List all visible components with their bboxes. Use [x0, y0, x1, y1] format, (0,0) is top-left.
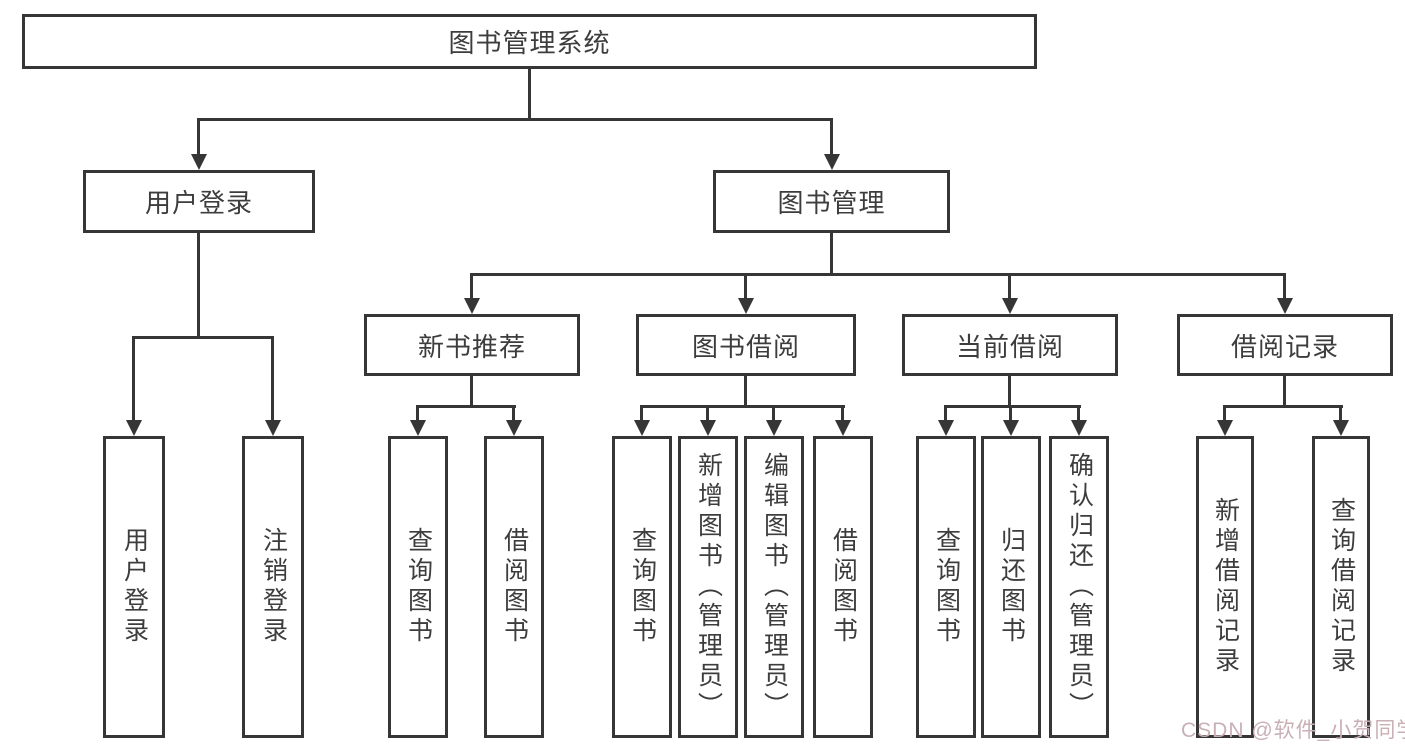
leaf-borrow-borrow-label: 借阅图书 — [829, 527, 858, 647]
connector — [944, 405, 1081, 408]
node-new-book-recommend-label: 新书推荐 — [417, 331, 526, 362]
node-borrow-records-label: 借阅记录 — [1230, 331, 1339, 362]
connector — [1283, 273, 1286, 298]
node-current-borrow: 当前借阅 — [902, 314, 1118, 376]
arrowhead — [634, 420, 650, 436]
arrowhead — [766, 420, 782, 436]
arrowhead — [738, 298, 754, 314]
connector — [470, 376, 473, 405]
watermark: CSDN @软件_小贺同学 — [1181, 719, 1405, 742]
leaf-records-add: 新增借阅记录 — [1196, 436, 1254, 738]
arrowhead — [1333, 420, 1349, 436]
leaf-logout-label: 注销登录 — [259, 527, 288, 647]
node-user-login: 用户登录 — [83, 170, 315, 233]
connector — [744, 273, 747, 298]
leaf-records-query: 查询借阅记录 — [1312, 436, 1370, 738]
leaf-current-confirm-label: 确认归还（管理员） — [1065, 452, 1094, 722]
connector — [830, 233, 833, 273]
connector — [528, 69, 531, 118]
connector — [1008, 376, 1011, 405]
connector — [1223, 405, 1226, 420]
connector — [841, 405, 844, 420]
node-new-book-recommend: 新书推荐 — [364, 314, 580, 376]
leaf-current-return: 归还图书 — [981, 436, 1041, 738]
node-book-management: 图书管理 — [713, 170, 950, 233]
leaf-records-add-label: 新增借阅记录 — [1211, 497, 1240, 677]
leaf-newbook-borrow: 借阅图书 — [484, 436, 544, 738]
leaf-borrow-borrow: 借阅图书 — [813, 436, 873, 738]
node-current-borrow-label: 当前借阅 — [955, 331, 1064, 362]
connector — [1008, 273, 1011, 298]
connector — [830, 118, 833, 154]
connector — [512, 405, 515, 420]
node-user-login-label: 用户登录 — [144, 188, 253, 218]
leaf-newbook-query-label: 查询图书 — [404, 527, 433, 647]
connector — [640, 405, 845, 408]
node-borrow-records: 借阅记录 — [1177, 314, 1393, 376]
leaf-records-query-label: 查询借阅记录 — [1327, 497, 1356, 677]
connector — [744, 376, 747, 405]
arrowhead — [1002, 298, 1018, 314]
leaf-borrow-query-label: 查询图书 — [628, 527, 657, 647]
arrowhead — [1003, 420, 1019, 436]
arrowhead — [938, 420, 954, 436]
connector — [772, 405, 775, 420]
connector — [1077, 405, 1080, 420]
leaf-newbook-query: 查询图书 — [388, 436, 448, 738]
leaf-user-login: 用户登录 — [103, 436, 165, 738]
node-root: 图书管理系统 — [22, 14, 1037, 69]
arrowhead — [1071, 420, 1087, 436]
connector — [1223, 405, 1343, 408]
leaf-logout: 注销登录 — [242, 436, 304, 738]
leaf-borrow-add-label: 新增图书（管理员） — [694, 452, 723, 722]
node-book-borrow-label: 图书借阅 — [691, 331, 800, 362]
leaf-current-query: 查询图书 — [916, 436, 976, 738]
node-book-borrow: 图书借阅 — [636, 314, 856, 376]
connector — [197, 118, 833, 121]
leaf-borrow-edit: 编辑图书（管理员） — [744, 436, 804, 738]
arrowhead — [191, 154, 207, 170]
connector — [416, 405, 419, 420]
arrowhead — [824, 154, 840, 170]
leaf-borrow-edit-label: 编辑图书（管理员） — [760, 452, 789, 722]
connector — [197, 233, 200, 336]
node-book-management-label: 图书管理 — [777, 188, 886, 218]
leaf-user-login-label: 用户登录 — [120, 527, 149, 647]
leaf-borrow-query: 查询图书 — [612, 436, 672, 738]
arrowhead — [265, 420, 281, 436]
node-root-label: 图书管理系统 — [448, 28, 611, 58]
leaf-current-query-label: 查询图书 — [932, 527, 961, 647]
connector — [1283, 376, 1286, 405]
connector — [944, 405, 947, 420]
arrowhead — [700, 420, 716, 436]
leaf-borrow-add: 新增图书（管理员） — [678, 436, 738, 738]
connector — [706, 405, 709, 420]
arrowhead — [464, 298, 480, 314]
connector — [640, 405, 643, 420]
connector — [1009, 405, 1012, 420]
connector — [1339, 405, 1342, 420]
leaf-newbook-borrow-label: 借阅图书 — [500, 527, 529, 647]
connector — [197, 118, 200, 154]
connector — [271, 336, 274, 420]
arrowhead — [1277, 298, 1293, 314]
leaf-current-return-label: 归还图书 — [997, 527, 1026, 647]
arrowhead — [506, 420, 522, 436]
connector — [470, 273, 473, 298]
arrowhead — [835, 420, 851, 436]
arrowhead — [410, 420, 426, 436]
arrowhead — [126, 420, 142, 436]
arrowhead — [1217, 420, 1233, 436]
connector — [132, 336, 135, 420]
connector — [132, 336, 274, 339]
connector — [416, 405, 516, 408]
connector — [470, 273, 1286, 276]
leaf-current-confirm: 确认归还（管理员） — [1049, 436, 1109, 738]
